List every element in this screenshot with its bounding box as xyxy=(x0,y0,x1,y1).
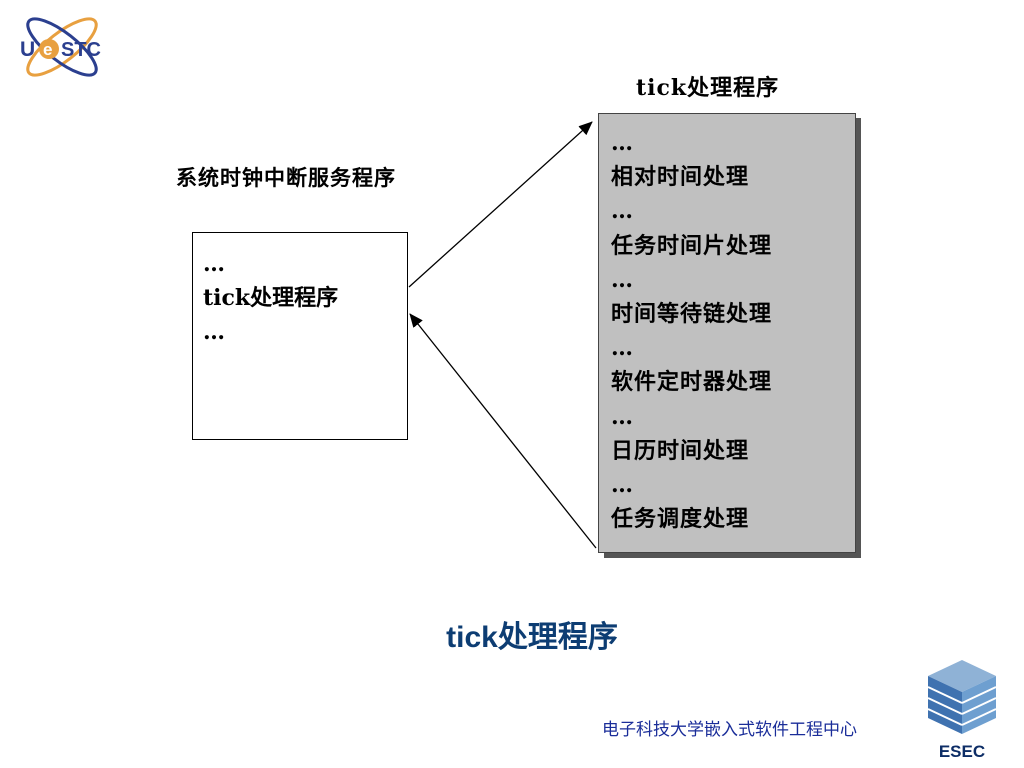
tick-line: 软件定时器处理 xyxy=(611,369,773,396)
tick-line: 任务调度处理 xyxy=(611,506,750,533)
svg-text:STC: STC xyxy=(61,39,101,61)
footer-text: 电子科技大学嵌入式软件工程中心 xyxy=(602,720,857,740)
tick-line: 时间等待链处理 xyxy=(611,300,773,327)
tick-line: 相对时间处理 xyxy=(611,164,750,191)
tick-line: … xyxy=(611,471,634,498)
tick-handler-box: … 相对时间处理 … 任务时间片处理 … 时间等待链处理 … 软件定时器处理 …… xyxy=(598,113,856,553)
esec-logo: ESEC xyxy=(927,660,997,761)
isr-box: … tick处理程序 … xyxy=(192,232,408,440)
isr-line: … xyxy=(203,251,225,277)
tick-line: 任务时间片处理 xyxy=(611,232,773,259)
tick-handler-label: tick处理程序 xyxy=(636,75,780,101)
return-arrow xyxy=(409,313,597,549)
isr-line: … xyxy=(203,319,225,345)
tick-line: … xyxy=(611,335,634,362)
uestc-logo: U e STC xyxy=(20,17,101,77)
tick-line: … xyxy=(611,130,634,156)
tick-line: … xyxy=(611,403,634,430)
tick-line: … xyxy=(611,198,634,225)
call-arrow xyxy=(408,121,593,288)
slide-caption: tick处理程序 xyxy=(446,621,618,654)
isr-label: 系统时钟中断服务程序 xyxy=(176,165,396,190)
svg-text:U: U xyxy=(20,38,35,61)
tick-line: 日历时间处理 xyxy=(611,437,750,464)
esec-logo-text: ESEC xyxy=(939,742,985,761)
isr-line: tick处理程序 xyxy=(203,285,339,311)
tick-line: … xyxy=(611,266,634,293)
svg-text:e: e xyxy=(43,40,52,59)
